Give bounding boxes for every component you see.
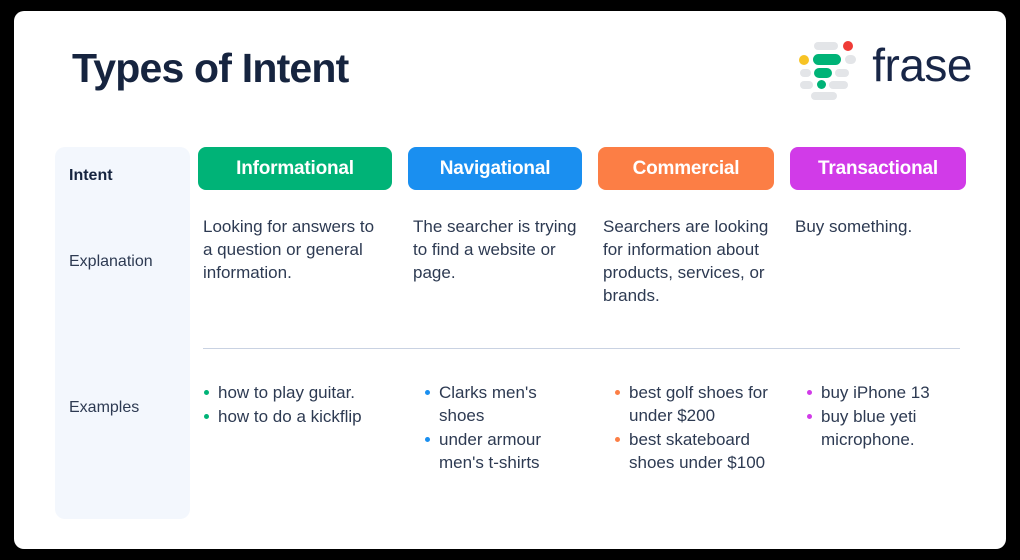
list-item: best golf shoes for under $200 [614,381,784,427]
list-item: buy iPhone 13 [806,381,976,404]
list-item: under armour men's t-shirts [424,428,584,474]
list-item: best skateboard shoes under $100 [614,428,784,474]
examples-informational: how to play guitar. how to do a kickflip [203,381,393,429]
row-label-panel [55,147,190,519]
brand-wordmark: frase [872,38,972,91]
list-item: how to play guitar. [203,381,393,404]
explanation-informational: Looking for answers to a question or gen… [203,217,375,282]
row-label-explanation: Explanation [69,253,153,270]
infographic-card: Types of Intent [14,11,1006,549]
intent-badge-commercial[interactable]: Commercial [598,147,774,190]
explanation-navigational: The searcher is trying to find a website… [413,217,577,282]
brand-logo: frase [798,38,972,100]
page-title: Types of Intent [72,45,349,91]
intent-table: Intent Explanation Examples Informationa… [14,129,1006,549]
explanation-commercial: Searchers are looking for information ab… [603,217,769,305]
examples-navigational: Clarks men's shoes under armour men's t-… [424,381,584,475]
explanation-transactional: Buy something. [795,217,913,236]
section-divider [203,348,960,349]
examples-transactional: buy iPhone 13 buy blue yeti microphone. [806,381,976,452]
row-label-examples: Examples [69,399,140,416]
intent-badge-transactional[interactable]: Transactional [790,147,966,190]
list-item: how to do a kickflip [203,405,393,428]
intent-badge-navigational[interactable]: Navigational [408,147,582,190]
list-item: buy blue yeti microphone. [806,405,976,451]
intent-badge-informational[interactable]: Informational [198,147,392,190]
row-label-intent: Intent [69,167,113,184]
frase-logo-mark-icon [798,39,857,100]
examples-commercial: best golf shoes for under $200 best skat… [614,381,784,475]
header: Types of Intent [14,11,1006,129]
list-item: Clarks men's shoes [424,381,584,427]
